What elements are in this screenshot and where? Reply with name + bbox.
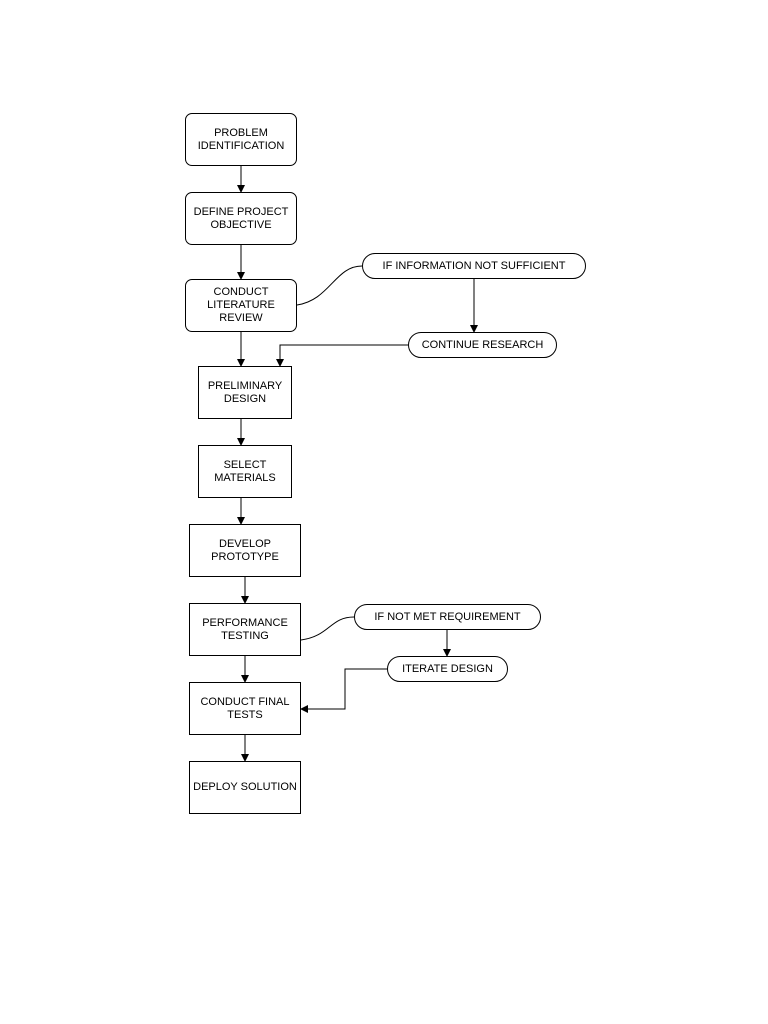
branch-if-information-not-sufficient: IF INFORMATION NOT SUFFICIENT: [362, 253, 586, 279]
step-conduct-literature-review: CONDUCT LITERATURE REVIEW: [185, 279, 297, 332]
step-label: CONDUCT LITERATURE REVIEW: [207, 286, 275, 324]
branch-continue-research: CONTINUE RESEARCH: [408, 332, 557, 358]
step-deploy-solution: DEPLOY SOLUTION: [189, 761, 301, 814]
step-define-project-objective: DEFINE PROJECT OBJECTIVE: [185, 192, 297, 245]
arrow-continue-research-to-preliminary: [276, 344, 408, 367]
branch-iterate-design: ITERATE DESIGN: [387, 656, 508, 682]
branch-label: ITERATE DESIGN: [402, 662, 493, 675]
step-label: DEVELOP PROTOTYPE: [211, 537, 279, 563]
curve-performance-to-condition: [300, 616, 355, 641]
step-label: PROBLEM IDENTIFICATION: [197, 126, 285, 152]
step-preliminary-design: PRELIMINARY DESIGN: [198, 366, 292, 419]
step-label: CONDUCT FINAL TESTS: [200, 695, 290, 721]
branch-if-not-met-requirement: IF NOT MET REQUIREMENT: [354, 604, 541, 630]
step-label: DEFINE PROJECT OBJECTIVE: [193, 205, 289, 231]
step-problem-identification: PROBLEM IDENTIFICATION: [185, 113, 297, 166]
curve-literature-to-condition: [296, 265, 363, 306]
arrow-iterate-design-to-final: [300, 668, 387, 713]
step-performance-testing: PERFORMANCE TESTING: [189, 603, 301, 656]
step-label: DEPLOY SOLUTION: [193, 781, 297, 793]
step-select-materials: SELECT MATERIALS: [198, 445, 292, 498]
step-label: PRELIMINARY DESIGN: [207, 379, 283, 405]
branch-label: IF NOT MET REQUIREMENT: [374, 610, 521, 623]
step-label: SELECT MATERIALS: [214, 458, 276, 484]
branch-label: CONTINUE RESEARCH: [421, 338, 544, 351]
step-conduct-final-tests: CONDUCT FINAL TESTS: [189, 682, 301, 735]
branch-label: IF INFORMATION NOT SUFFICIENT: [382, 259, 566, 272]
step-develop-prototype: DEVELOP PROTOTYPE: [189, 524, 301, 577]
step-label: PERFORMANCE TESTING: [202, 616, 288, 642]
